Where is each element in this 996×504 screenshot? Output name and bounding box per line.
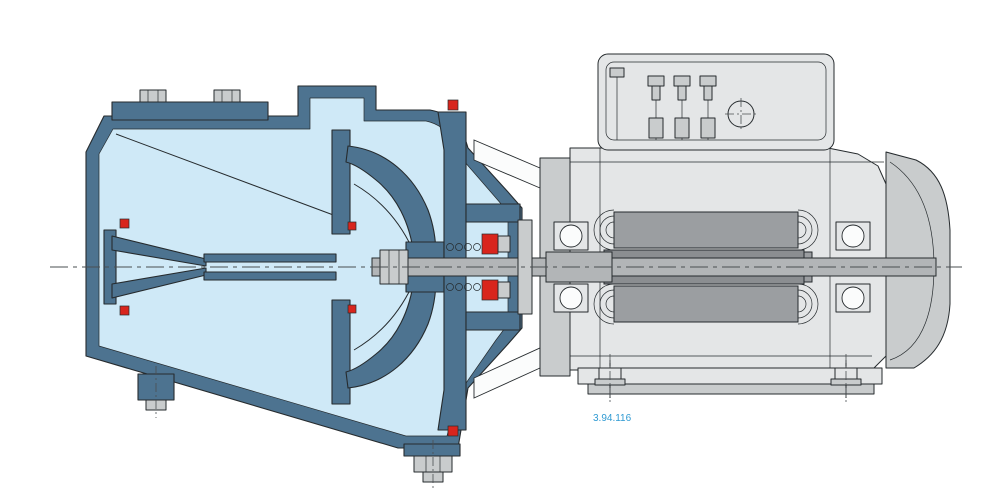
cover-gasket-top — [447, 99, 459, 111]
bearing-drive-end — [553, 221, 589, 313]
base-pad — [587, 383, 875, 395]
terminal-stud-3 — [699, 75, 717, 140]
impeller-vane-upper — [353, 183, 413, 249]
box-bolt — [609, 67, 625, 78]
ball-bottom — [559, 286, 583, 310]
wear-ring-top — [347, 221, 357, 231]
stator — [593, 209, 819, 325]
throat-wall-lower — [203, 271, 337, 281]
flange-bolt-left — [139, 89, 167, 103]
end-windings — [593, 209, 819, 325]
throat-wall-upper — [203, 253, 337, 263]
suction-cover-flange — [111, 101, 269, 121]
wear-ring-bottom — [347, 304, 357, 314]
figure-number: 3.94.116 — [593, 413, 632, 424]
o-ring-suction-top — [119, 218, 130, 229]
ball-bottom — [841, 286, 865, 310]
foot-bolt-right — [830, 354, 862, 404]
o-ring-suction-bottom — [119, 305, 130, 316]
cover-gasket-bottom — [447, 425, 459, 437]
seat-ring-top — [497, 235, 511, 253]
drain-plug — [403, 440, 461, 488]
seal-face-bottom — [481, 279, 499, 301]
stator-core-top — [613, 211, 799, 249]
stator-core-bottom — [613, 285, 799, 323]
ball-top — [559, 224, 583, 248]
impeller — [345, 145, 445, 389]
foot-bolt-left — [594, 354, 626, 404]
motor-feet — [577, 354, 883, 404]
ball-top — [841, 224, 865, 248]
volute-wall-lower — [331, 299, 351, 405]
pump-foot — [137, 366, 175, 418]
flange-bolt-right — [213, 89, 241, 103]
terminal-stud-1 — [647, 75, 665, 140]
bearing-fan-end — [835, 221, 871, 313]
lantern-bracket — [473, 139, 541, 399]
seal-chamber-wall-top — [465, 203, 521, 223]
motor — [539, 53, 951, 377]
seal-chamber-wall-bottom — [465, 311, 521, 331]
impeller-vane-lower — [353, 285, 413, 351]
internal-baffle — [115, 133, 337, 217]
volute-wall-upper — [331, 129, 351, 235]
terminal-box — [597, 53, 835, 151]
o-rings — [119, 218, 357, 316]
terminal-stud-2 — [673, 75, 691, 140]
seal-face-top — [481, 233, 499, 255]
seal-spring — [446, 243, 481, 291]
ejector-nozzle — [103, 229, 207, 305]
seat-ring-bottom — [497, 281, 511, 299]
